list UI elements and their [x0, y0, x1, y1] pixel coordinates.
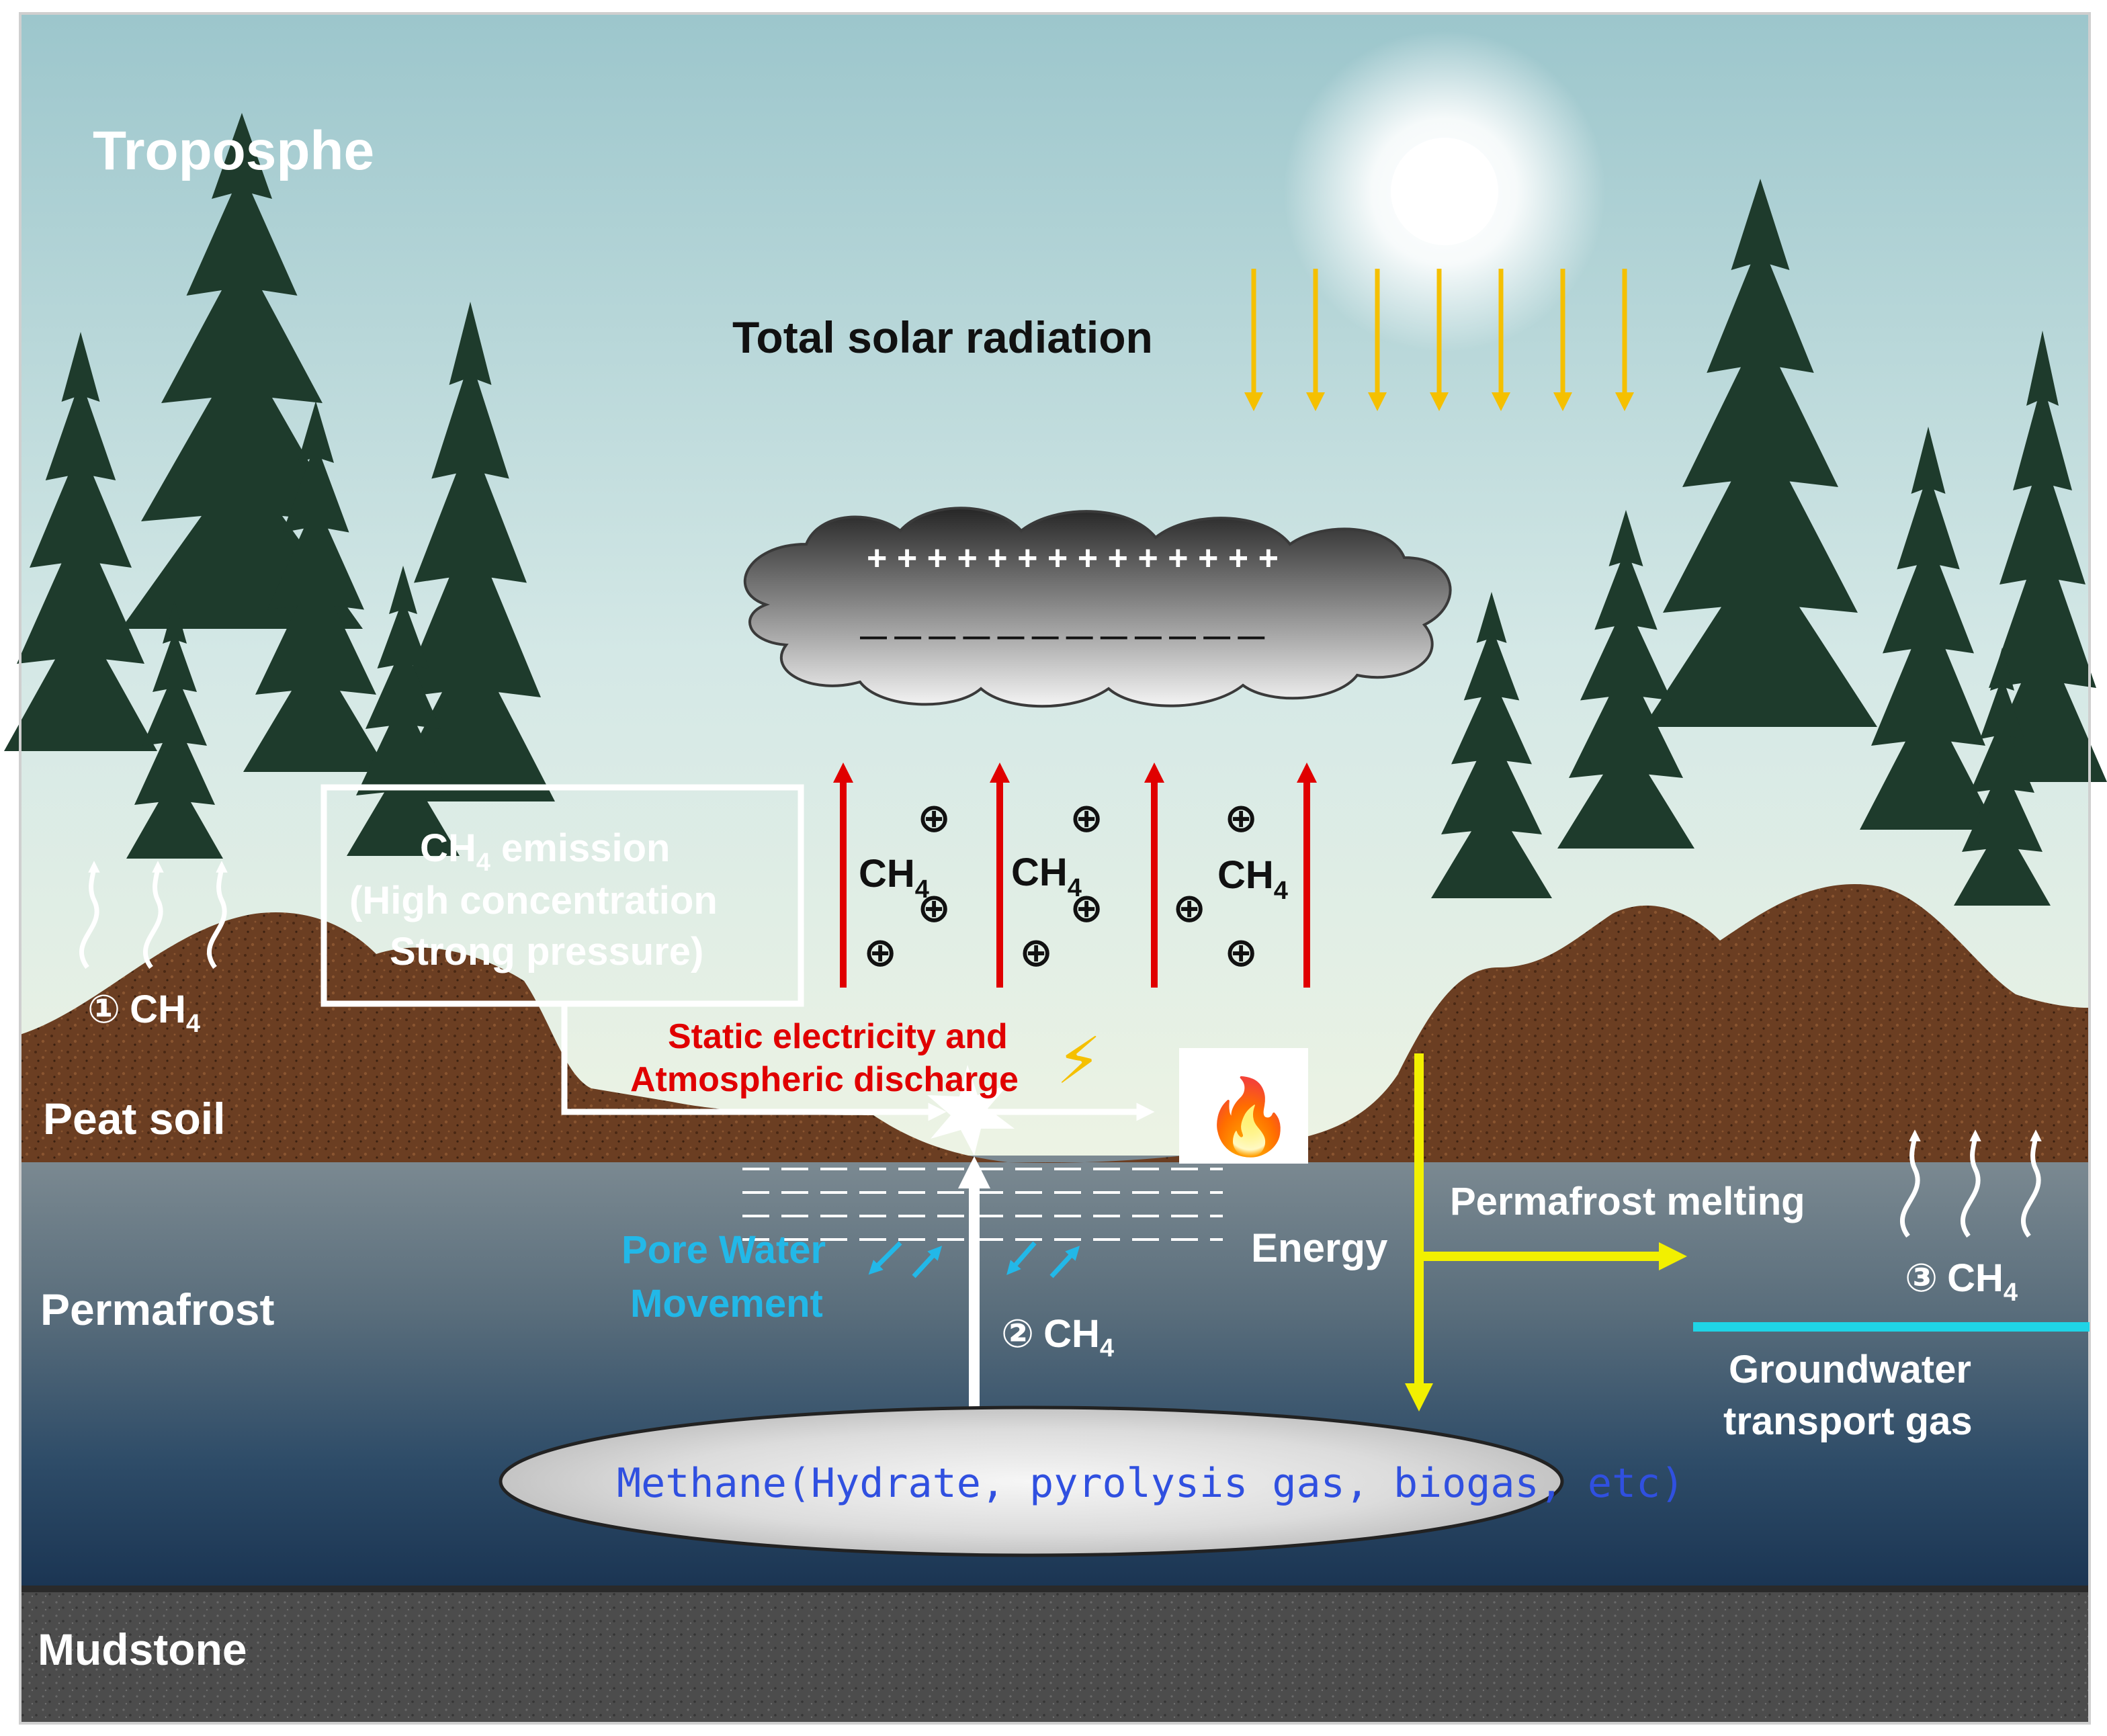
ion-icon: ⊕ — [1172, 885, 1206, 930]
pore-water-line2: Movement — [630, 1282, 823, 1326]
charged-cloud: + + + + + + + + + + + + + + — — — — — — … — [743, 507, 1452, 708]
ch4-wavy-arrows-right — [1900, 1129, 2042, 1238]
pore-water-arrows — [868, 1241, 1080, 1278]
campfire-icon: 🔥 — [1203, 1075, 1295, 1159]
cloud-positive-charges: + + + + + + + + + + + + + + — [867, 539, 1279, 578]
solar-radiation-label: Total solar radiation — [732, 312, 1153, 362]
pore-water-line1: Pore Water — [621, 1228, 826, 1272]
ion-icon: ⊕ — [1224, 795, 1258, 840]
ch4-wavy-arrows-left — [79, 861, 228, 969]
permafrost-label: Permafrost — [40, 1285, 274, 1334]
ion-icon: ⊕ — [917, 885, 951, 930]
ion-icon: ⊕ — [1224, 930, 1258, 975]
ion-icon: ⊕ — [1070, 795, 1103, 840]
spark-burst-icon — [927, 1065, 1015, 1156]
static-electricity-line1: Static electricity and — [668, 1017, 1008, 1056]
groundwater-line2: transport gas — [1723, 1399, 1973, 1443]
methane-reservoir — [499, 1405, 1564, 1557]
positive-ions: ⊕ ⊕ ⊕ ⊕ ⊕ ⊕ ⊕ ⊕ ⊕ — [863, 795, 1258, 975]
campfire-frame — [1179, 1048, 1308, 1164]
permafrost-melting-label: Permafrost melting — [1450, 1180, 1805, 1223]
static-electricity-line2: Atmospheric discharge — [630, 1060, 1019, 1099]
cloud-negative-charges: — — — — — — — — — — — — — [860, 621, 1264, 651]
ch4-label-a: CH4 — [859, 852, 929, 904]
ion-icon: ⊕ — [863, 930, 897, 975]
ion-icon: ⊕ — [1070, 885, 1103, 930]
ion-icon: ⊕ — [917, 795, 951, 840]
ion-icon: ⊕ — [1019, 930, 1053, 975]
ch4-emission-line1: CH4 emission — [420, 826, 670, 877]
lightning-icon: ⚡ — [1056, 1025, 1101, 1097]
ch4-emission-line3: Strong pressure) — [390, 930, 703, 973]
peat-soil-layer — [20, 884, 2090, 1163]
troposphere-label: Troposphe — [93, 120, 374, 181]
groundwater-line1: Groundwater — [1729, 1348, 1971, 1391]
peat-soil-label: Peat soil — [43, 1094, 225, 1143]
ch4-label-c: CH4 — [1217, 853, 1288, 905]
emission-pathway — [561, 1004, 1155, 1121]
mudstone-layer — [20, 1589, 2090, 1723]
methane-reservoir-label: Methane(Hydrate, pyrolysis gas, biogas, … — [617, 1460, 1684, 1507]
figure-frame — [19, 12, 2091, 1725]
solar-arrows — [1244, 269, 1634, 411]
energy-label: Energy — [1251, 1225, 1388, 1270]
ch4-emission-line2: (High concentration — [349, 879, 718, 922]
energy-arrows — [1405, 1053, 1687, 1412]
static-arrows — [833, 763, 1317, 988]
ch4-label-b: CH4 — [1011, 851, 1082, 902]
sun-icon — [1391, 138, 1498, 245]
mudstone-label: Mudstone — [38, 1624, 247, 1674]
